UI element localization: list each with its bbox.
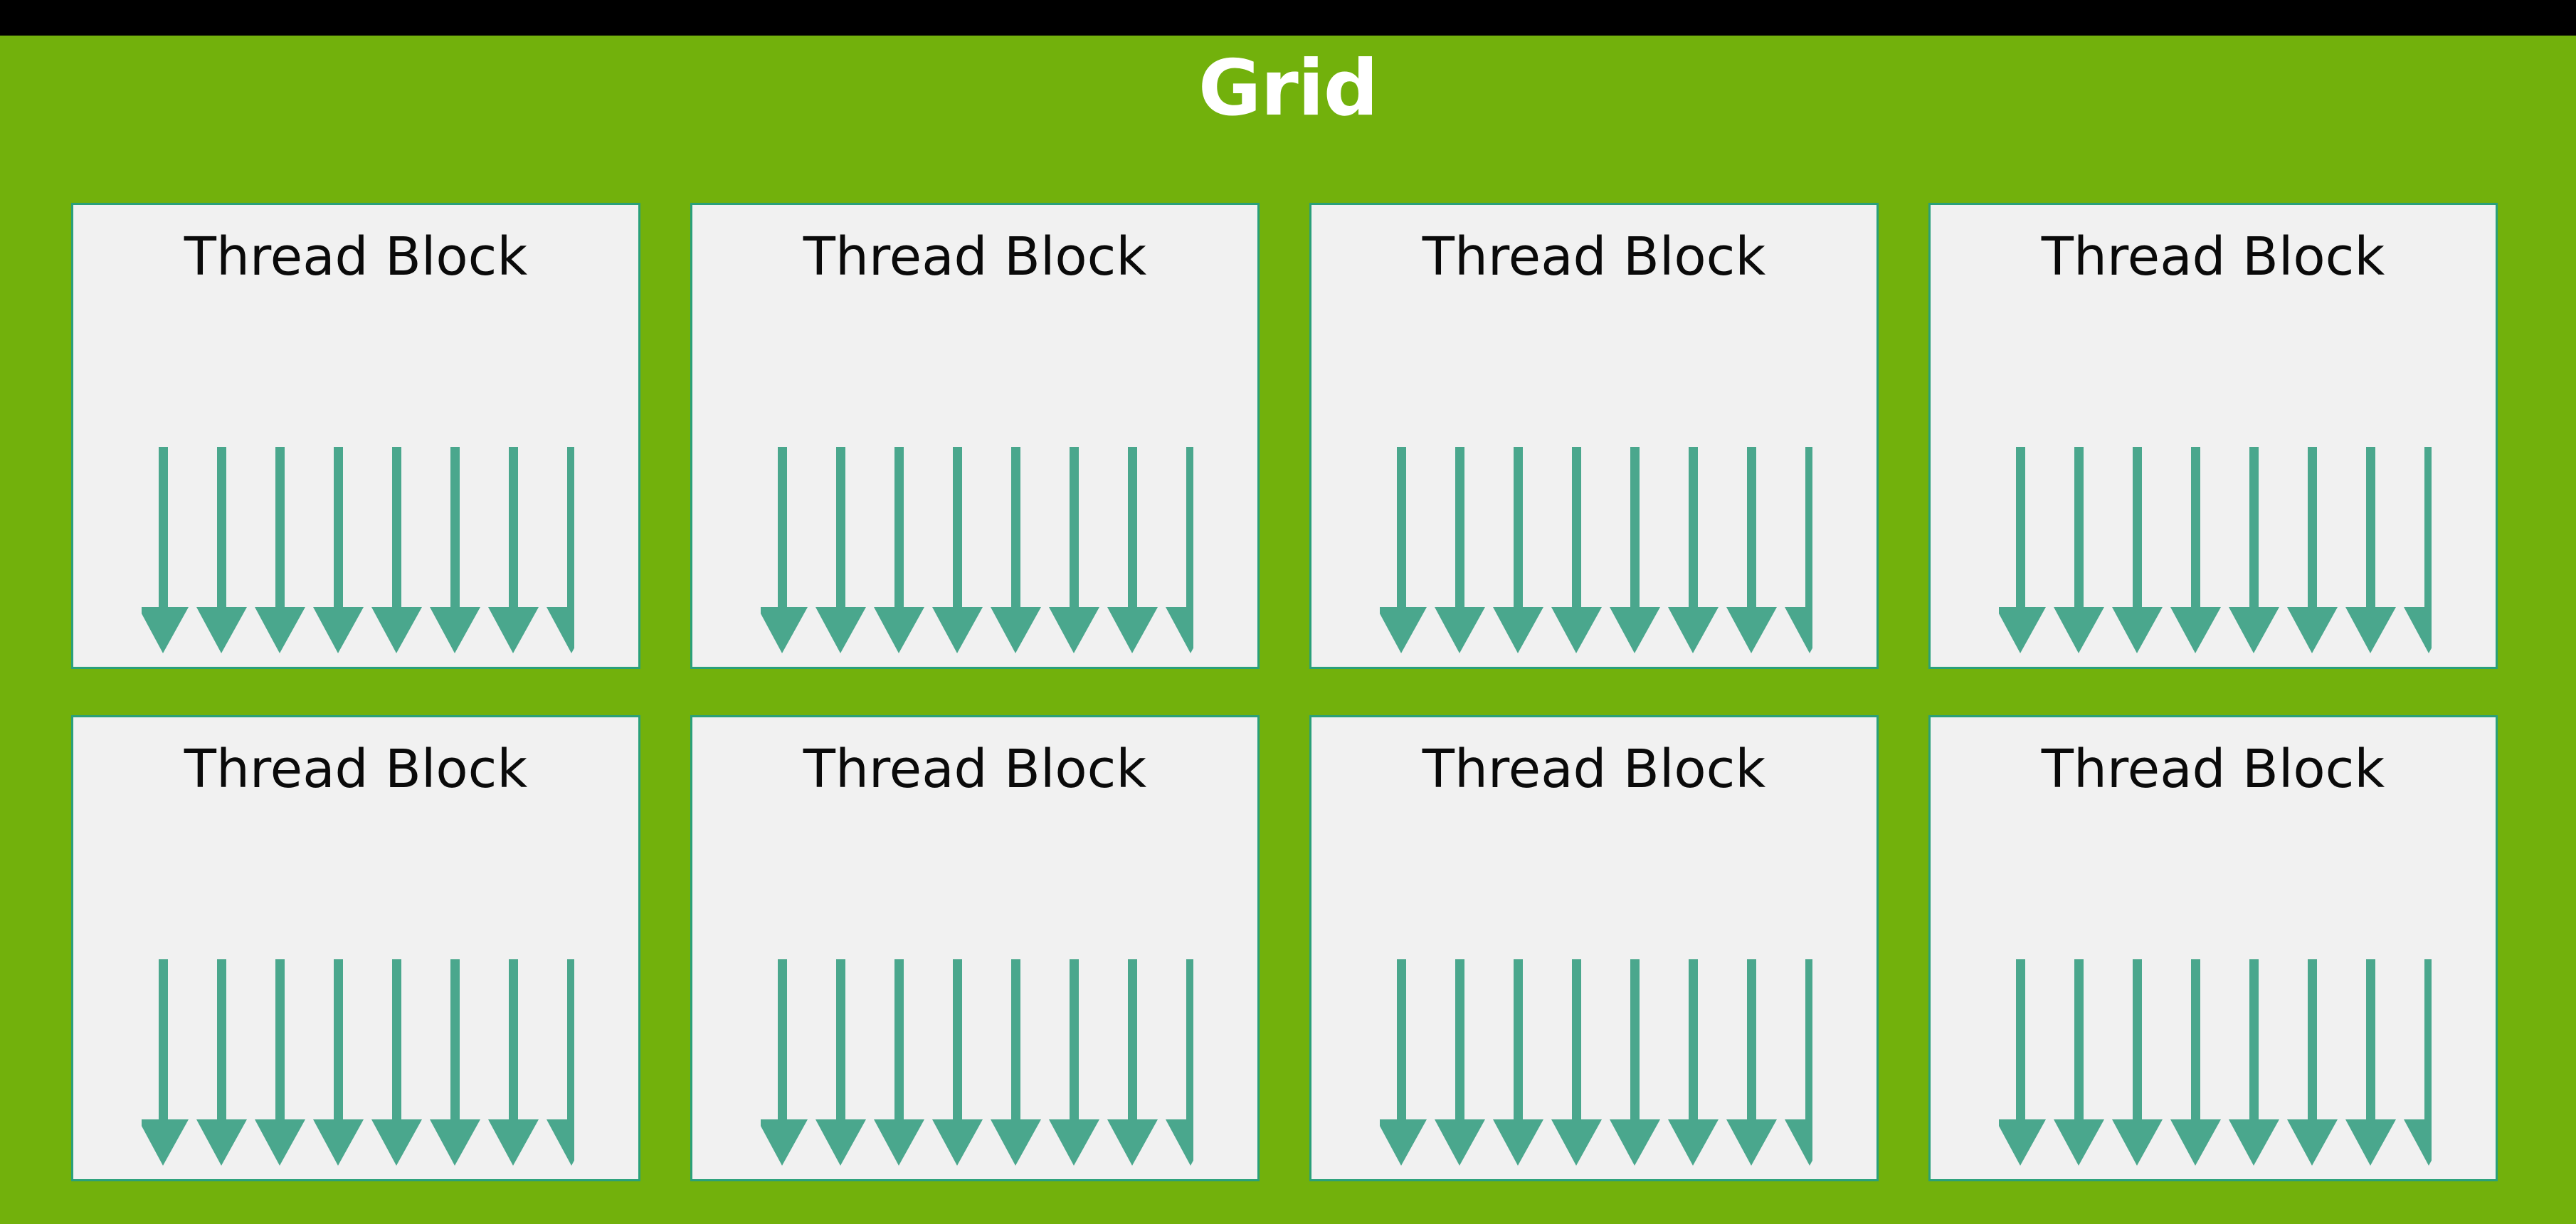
thread-block-grid: Thread Block — [71, 203, 2505, 1181]
thread-block[interactable]: Thread Block — [71, 715, 640, 1181]
thread-arrows-group — [1380, 447, 1812, 653]
thread-block-label: Thread Block — [803, 226, 1147, 287]
top-black-bar — [0, 0, 2576, 36]
thread-arrows-group — [1380, 959, 1812, 1166]
thread-block[interactable]: Thread Block — [71, 203, 640, 669]
thread-block[interactable]: Thread Block — [1928, 715, 2498, 1181]
down-arrows-icon — [761, 447, 1193, 653]
thread-block-label: Thread Block — [184, 739, 528, 800]
down-arrows-icon — [1380, 959, 1812, 1166]
down-arrows-icon — [761, 959, 1193, 1166]
thread-block-row: Thread Block — [71, 203, 2505, 669]
thread-block[interactable]: Thread Block — [690, 203, 1260, 669]
thread-block-label: Thread Block — [2041, 226, 2385, 287]
thread-block-label: Thread Block — [184, 226, 528, 287]
grid-panel: Grid Thread Block — [0, 36, 2576, 1224]
thread-block[interactable]: Thread Block — [690, 715, 1260, 1181]
thread-arrows-group — [761, 959, 1193, 1166]
thread-arrows-group — [1999, 959, 2432, 1166]
page-title: Grid — [1198, 44, 1378, 133]
thread-block-label: Thread Block — [1422, 226, 1766, 287]
thread-block-label: Thread Block — [1422, 739, 1766, 800]
thread-arrows-group — [142, 447, 574, 653]
thread-arrows-group — [1999, 447, 2432, 653]
down-arrows-icon — [142, 447, 574, 653]
thread-block-label: Thread Block — [803, 739, 1147, 800]
thread-block[interactable]: Thread Block — [1309, 715, 1879, 1181]
thread-block[interactable]: Thread Block — [1309, 203, 1879, 669]
down-arrows-icon — [1999, 447, 2432, 653]
down-arrows-icon — [1380, 447, 1812, 653]
thread-block[interactable]: Thread Block — [1928, 203, 2498, 669]
thread-block-label: Thread Block — [2041, 739, 2385, 800]
thread-block-row: Thread Block — [71, 715, 2505, 1181]
thread-arrows-group — [761, 447, 1193, 653]
thread-arrows-group — [142, 959, 574, 1166]
down-arrows-icon — [1999, 959, 2432, 1166]
down-arrows-icon — [142, 959, 574, 1166]
